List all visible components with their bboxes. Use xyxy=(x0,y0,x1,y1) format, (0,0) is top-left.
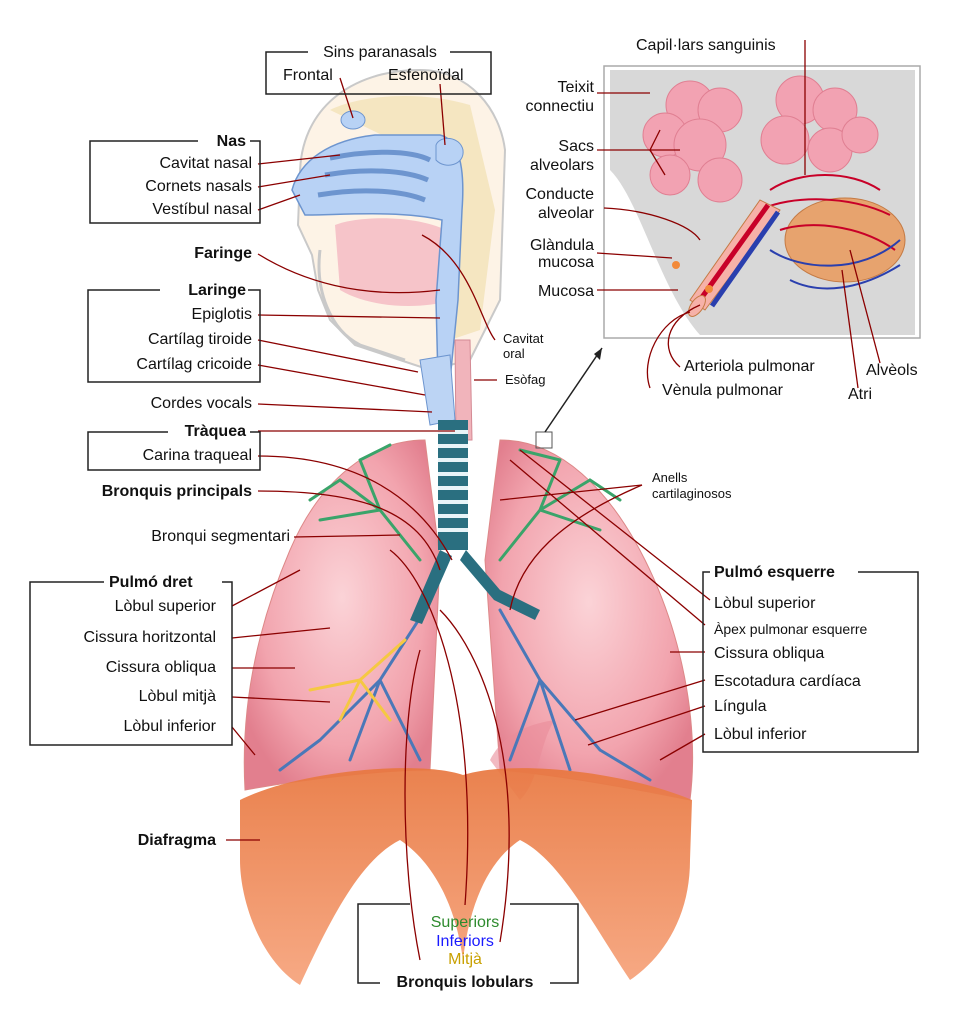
label-frontal-sinus: Frontal xyxy=(283,67,333,84)
label-cricoid-cartilage: Cartílag cricoide xyxy=(136,356,252,373)
label-carina: Carina traqueal xyxy=(142,447,252,464)
label-vocal-cords: Cordes vocals xyxy=(150,395,252,412)
label-alveolar-sacs-line2: alveolars xyxy=(529,157,594,174)
label-alveolar-duct-line2: alveolar xyxy=(537,205,594,222)
label-sphenoid-sinus: Esfenoïdal xyxy=(388,67,464,84)
label-trachea: Tràquea xyxy=(184,423,246,440)
label-left-superior-lobe: Lòbul superior xyxy=(714,595,816,612)
label-nasal-vestibule: Vestíbul nasal xyxy=(152,201,252,218)
label-lingula: Língula xyxy=(714,698,767,715)
label-pulmonary-arteriole: Arteriola pulmonar xyxy=(684,358,815,375)
trachea xyxy=(410,420,540,624)
label-right-lung: Pulmó dret xyxy=(109,574,193,591)
label-connective-tissue-line2: connectiu xyxy=(525,98,595,115)
label-connective-tissue-line1: Teixit xyxy=(557,79,594,96)
diaphragm-shape xyxy=(240,768,692,985)
label-right-superior-lobe: Lòbul superior xyxy=(114,598,216,615)
label-horizontal-fissure: Cissura horitzontal xyxy=(83,629,217,646)
label-cartilage-rings-line1: Anells xyxy=(652,470,688,485)
nasal-airway xyxy=(291,110,464,381)
label-left-inferior-lobe: Lòbul inferior xyxy=(714,726,807,743)
label-pharynx: Faringe xyxy=(194,245,252,262)
label-nasal-cavity: Cavitat nasal xyxy=(159,155,253,172)
label-thyroid-cartilage: Cartílag tiroide xyxy=(147,331,252,348)
inset-pointer-arrow xyxy=(544,347,603,433)
label-epiglottis: Epiglotis xyxy=(191,306,252,323)
label-oral-cavity-line2: oral xyxy=(503,346,525,361)
label-atrium: Atri xyxy=(848,386,872,403)
label-superior-lobar-bronchi: Superiors xyxy=(430,914,500,931)
bronchial-tree xyxy=(278,443,652,782)
label-alveolar-sacs-line1: Sacs xyxy=(558,138,594,155)
label-oral-cavity-line1: Cavitat xyxy=(503,331,544,346)
label-alveoli: Alvèols xyxy=(866,362,918,379)
label-main-bronchi: Bronquis principals xyxy=(101,483,252,500)
label-right-oblique-fissure: Cissura obliqua xyxy=(105,659,216,676)
label-lobar-bronchi: Bronquis lobulars xyxy=(396,974,534,991)
label-left-oblique-fissure: Cissura obliqua xyxy=(714,645,825,662)
label-esophagus: Esòfag xyxy=(505,372,546,387)
label-alveolar-duct-line1: Conducte xyxy=(525,186,595,203)
label-right-inferior-lobe: Lòbul inferior xyxy=(123,718,217,735)
label-middle-lobar-bronchus: Mitjà xyxy=(448,951,482,968)
label-brackets xyxy=(29,51,919,984)
alveoli-inset xyxy=(603,65,921,339)
label-pulmonary-venule: Vènula pulmonar xyxy=(662,382,783,399)
label-segmental-bronchus: Bronqui segmentari xyxy=(151,528,290,545)
label-mucosa: Mucosa xyxy=(537,283,594,300)
label-middle-lobe: Lòbul mitjà xyxy=(138,688,216,705)
leader-lines xyxy=(226,40,881,961)
label-nasal-conchae: Cornets nasals xyxy=(145,178,252,195)
label-cardiac-notch: Escotadura cardíaca xyxy=(714,673,861,690)
head-silhouette xyxy=(296,68,507,372)
label-mucous-gland-line1: Glàndula xyxy=(529,237,594,254)
label-inferior-lobar-bronchi: Inferiors xyxy=(436,933,494,950)
inset-source-marker xyxy=(535,431,553,449)
label-cartilage-rings-line2: cartilaginosos xyxy=(652,486,732,501)
label-paranasal-sinuses: Sins paranasals xyxy=(323,44,437,61)
larynx-shape xyxy=(419,354,456,426)
label-left-lung: Pulmó esquerre xyxy=(714,564,835,581)
label-diaphragm: Diafragma xyxy=(137,832,216,849)
label-nose: Nas xyxy=(216,133,246,150)
label-larynx: Laringe xyxy=(188,282,246,299)
label-blood-capillaries: Capil·lars sanguinis xyxy=(636,37,776,54)
label-mucous-gland-line2: mucosa xyxy=(537,254,594,271)
esophagus-shape xyxy=(454,339,473,441)
label-left-apex: Àpex pulmonar esquerre xyxy=(714,621,868,637)
